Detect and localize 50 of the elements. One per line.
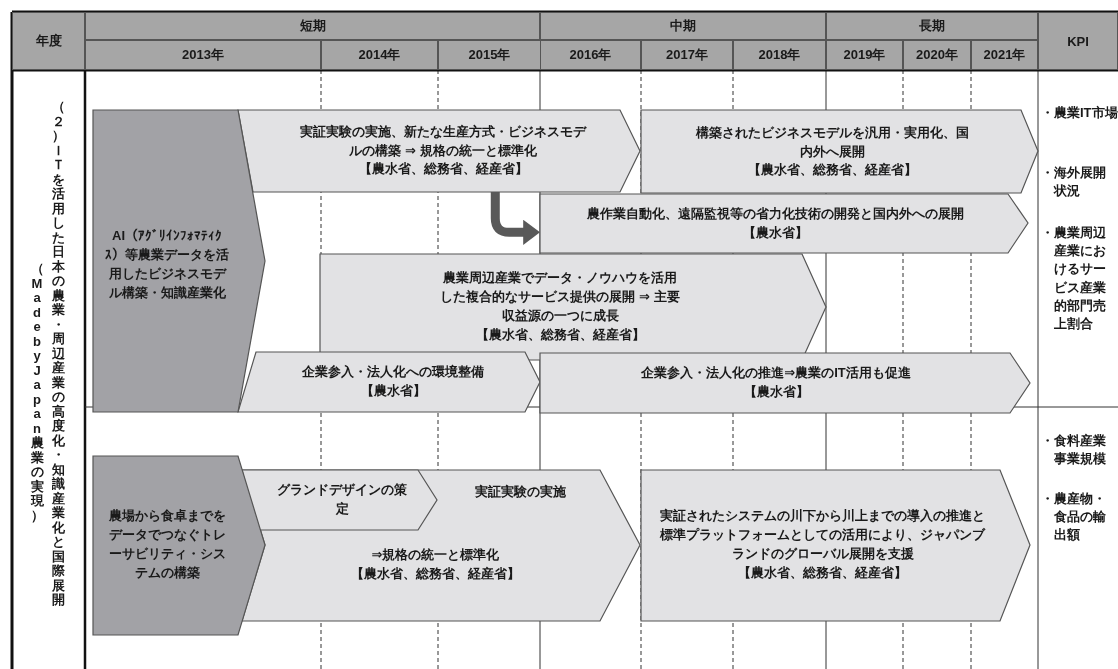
- year-header: 2017年: [641, 40, 733, 70]
- goal-band: [93, 456, 265, 635]
- year-header: 2019年: [826, 40, 903, 70]
- kpi-item: ・海外展開状況: [1041, 164, 1107, 201]
- row-subheading: （Made by Japan 農業の実現）: [29, 262, 45, 523]
- note-text: 【農水省、総務省、経産省】: [747, 161, 917, 180]
- note-text: 【農水省】: [360, 382, 426, 400]
- task-text: 実証実験の実施、新たな生産方式・ビジネスモデルの構築 ⇒ 規格の統一と標準化: [300, 122, 586, 160]
- note-text: 【農水省】: [743, 383, 809, 401]
- year-header: 2016年: [540, 40, 641, 70]
- note-text: 【農水省、総務省、経産省】: [358, 160, 528, 179]
- task-text: 農業周辺産業でデータ・ノウハウを活用した複合的なサービス提供の展開 ⇒ 主要収益源の一つに成長: [440, 269, 680, 325]
- task-text: グランドデザインの策定: [276, 481, 408, 518]
- task-text: AI（ｱｸﾞﾘｲﾝﾌｫﾏﾃｨｸｽ）等農業データを活用したビジネスモデル構築・知識産業化: [105, 227, 229, 302]
- kpi-item: ・農産物・食品の輸出額: [1041, 490, 1107, 545]
- kpi-item: ・食料産業事業規模: [1041, 432, 1107, 469]
- note-text: 【農水省、総務省、経産省】: [351, 565, 520, 583]
- year-header: 2015年: [438, 40, 541, 70]
- kpi-item: ・農業IT市場: [1041, 104, 1118, 122]
- note-text: 【農水省、総務省、経産省】: [475, 325, 645, 344]
- column-header: 年度: [12, 12, 85, 70]
- note-text: ⇒規格の統一と標準化: [371, 546, 500, 565]
- column-header: KPI: [1038, 12, 1118, 70]
- task-band: [540, 194, 1028, 253]
- year-header: 2021年: [971, 40, 1038, 70]
- task-band: [242, 470, 640, 621]
- task-band: [540, 353, 1030, 413]
- year-header: 2018年: [733, 40, 826, 70]
- task-text: 農場から食卓までをデータでつなぐトレーサビリティ・システムの構築: [107, 507, 227, 582]
- year-header: 2014年: [321, 40, 438, 70]
- task-band: [641, 470, 1030, 621]
- period-header: 中期: [540, 12, 826, 40]
- row-heading: （２）ＩＴを活用した日本の農業・周辺産業の高度化・知識産業化と国際展開: [50, 100, 66, 608]
- task-text: 実証実験の実施: [474, 482, 566, 501]
- task-text: 企業参入・法人化の推進⇒農業のIT活用も促進: [641, 364, 911, 383]
- period-header: 短期: [85, 12, 540, 40]
- task-text: 実証されたシステムの川下から川上までの導入の推進と標準プラットフォームとしての活用により、ジャパンブランドのグローバル展開を支援: [660, 507, 985, 563]
- year-header: 2013年: [85, 40, 321, 70]
- note-text: 【農水省、総務省、経産省】: [738, 563, 907, 582]
- task-band: [641, 110, 1038, 193]
- task-text: 農作業自動化、遠隔監視等の省力化技術の開発と国内外への展開: [586, 204, 964, 223]
- task-text: 企業参入・法人化への環境整備: [302, 363, 484, 382]
- goal-band: [93, 110, 265, 412]
- note-text: 【農水省】: [742, 223, 808, 242]
- task-band: [238, 110, 640, 192]
- year-header: 2020年: [903, 40, 971, 70]
- task-text: 構築されたビジネスモデルを汎用・実用化、国内外へ展開: [694, 123, 970, 161]
- period-header: 長期: [826, 12, 1038, 40]
- task-band: [238, 352, 540, 412]
- kpi-item: ・農業周辺産業におけるサービス産業的部門売上割合: [1041, 224, 1107, 333]
